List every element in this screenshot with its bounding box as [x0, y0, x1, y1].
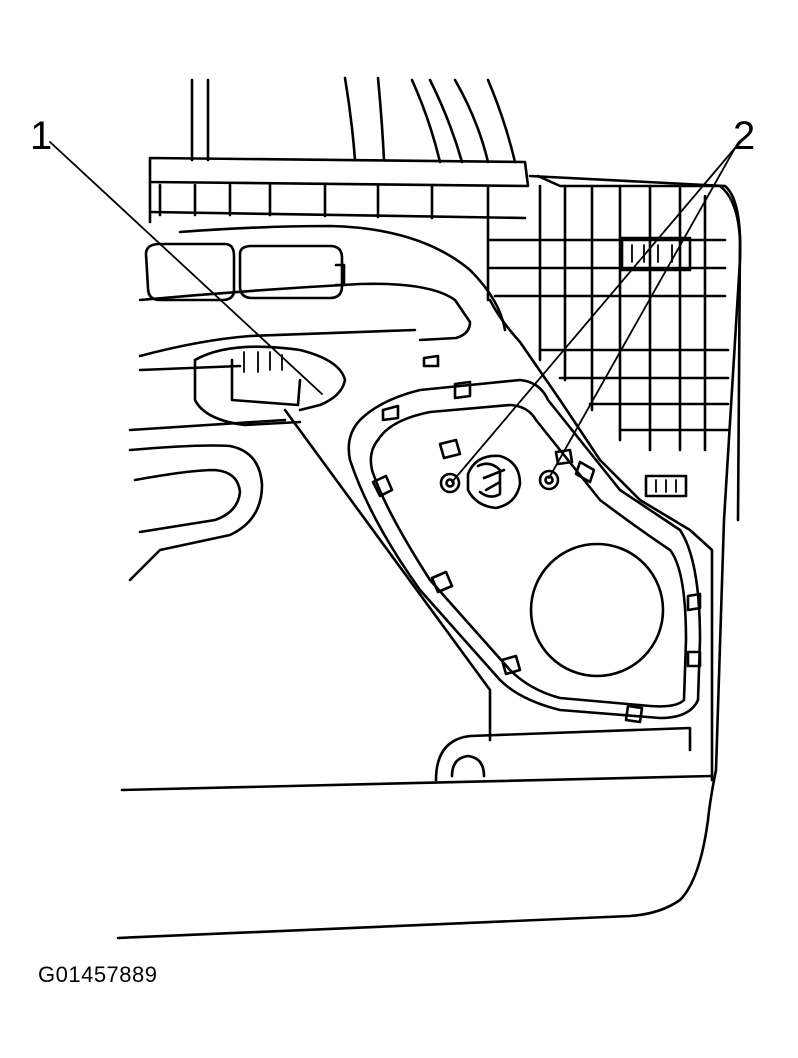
- leader-lines: [49, 141, 736, 483]
- lower-panel: [116, 174, 742, 940]
- fastener-screws: [439, 469, 560, 494]
- leader-line-2a: [451, 147, 736, 483]
- right-vent: [644, 474, 688, 498]
- panel-diagonal-edge: [283, 298, 714, 782]
- leader-line-2b: [548, 147, 736, 479]
- lower-left-pocket: [128, 418, 287, 582]
- armrest-handle: [138, 224, 507, 372]
- leader-line-1: [49, 141, 323, 395]
- door-handle-mechanism: [466, 454, 522, 510]
- speaker-grille: [529, 542, 665, 678]
- figure-id: G01457889: [38, 962, 158, 987]
- screw-right-icon: [538, 469, 560, 491]
- callout-label-2: 2: [733, 114, 756, 158]
- callout-label-1: 1: [30, 114, 53, 158]
- switch-housing: [193, 345, 440, 427]
- upper-frame: [190, 76, 517, 164]
